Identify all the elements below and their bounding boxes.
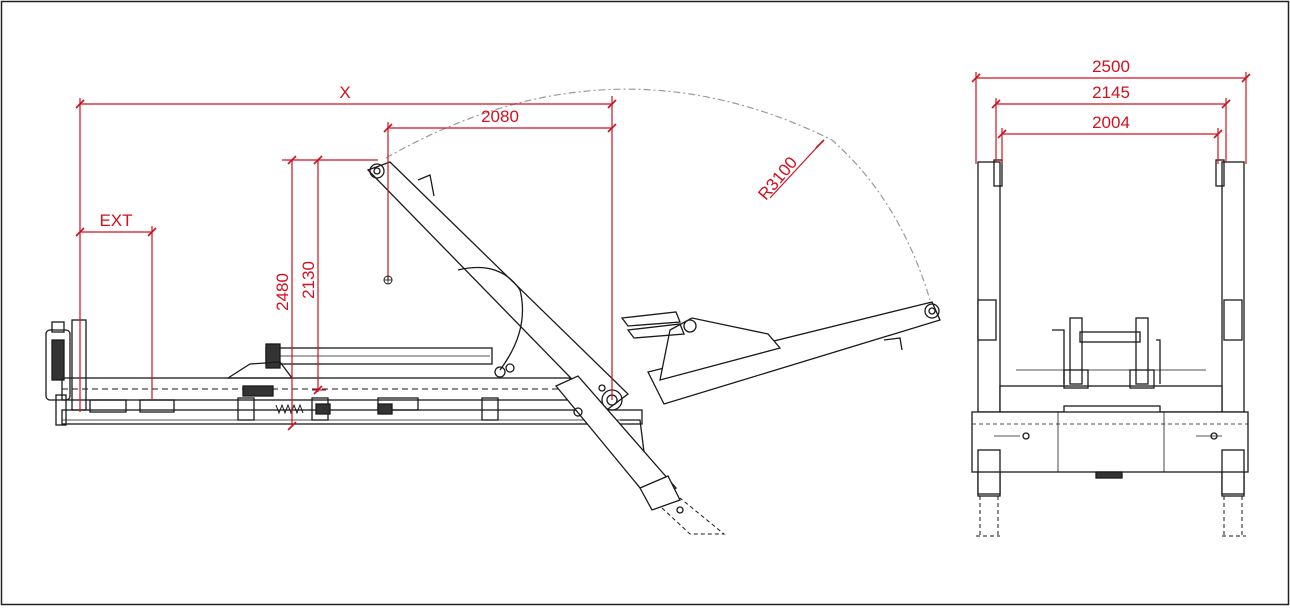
dim-2080-label: 2080 [481, 107, 519, 126]
dim-2004-label: 2004 [1092, 113, 1130, 132]
front-plate [45, 319, 87, 426]
side-dimensions [79, 96, 821, 426]
hydraulic-cylinder [225, 343, 515, 379]
dim-x-label: X [339, 83, 350, 102]
front-view [971, 159, 1249, 537]
lifting-arm [366, 161, 629, 413]
support-leg [554, 375, 726, 535]
dim-2500-label: 2500 [1092, 57, 1130, 76]
dim-2130-label: 2130 [299, 261, 318, 299]
hook-arm-raised [620, 301, 941, 405]
dimension-ticks [75, 99, 825, 431]
dim-2480-label: 2480 [273, 273, 292, 311]
side-view [45, 161, 941, 535]
front-dimension-ticks [971, 73, 1251, 139]
dim-ext-label: EXT [99, 211, 132, 230]
chassis-frame [61, 377, 643, 425]
radius-arc [385, 88, 931, 301]
dim-2145-label: 2145 [1092, 83, 1130, 102]
dim-r3100-label: R3100 [754, 153, 801, 204]
